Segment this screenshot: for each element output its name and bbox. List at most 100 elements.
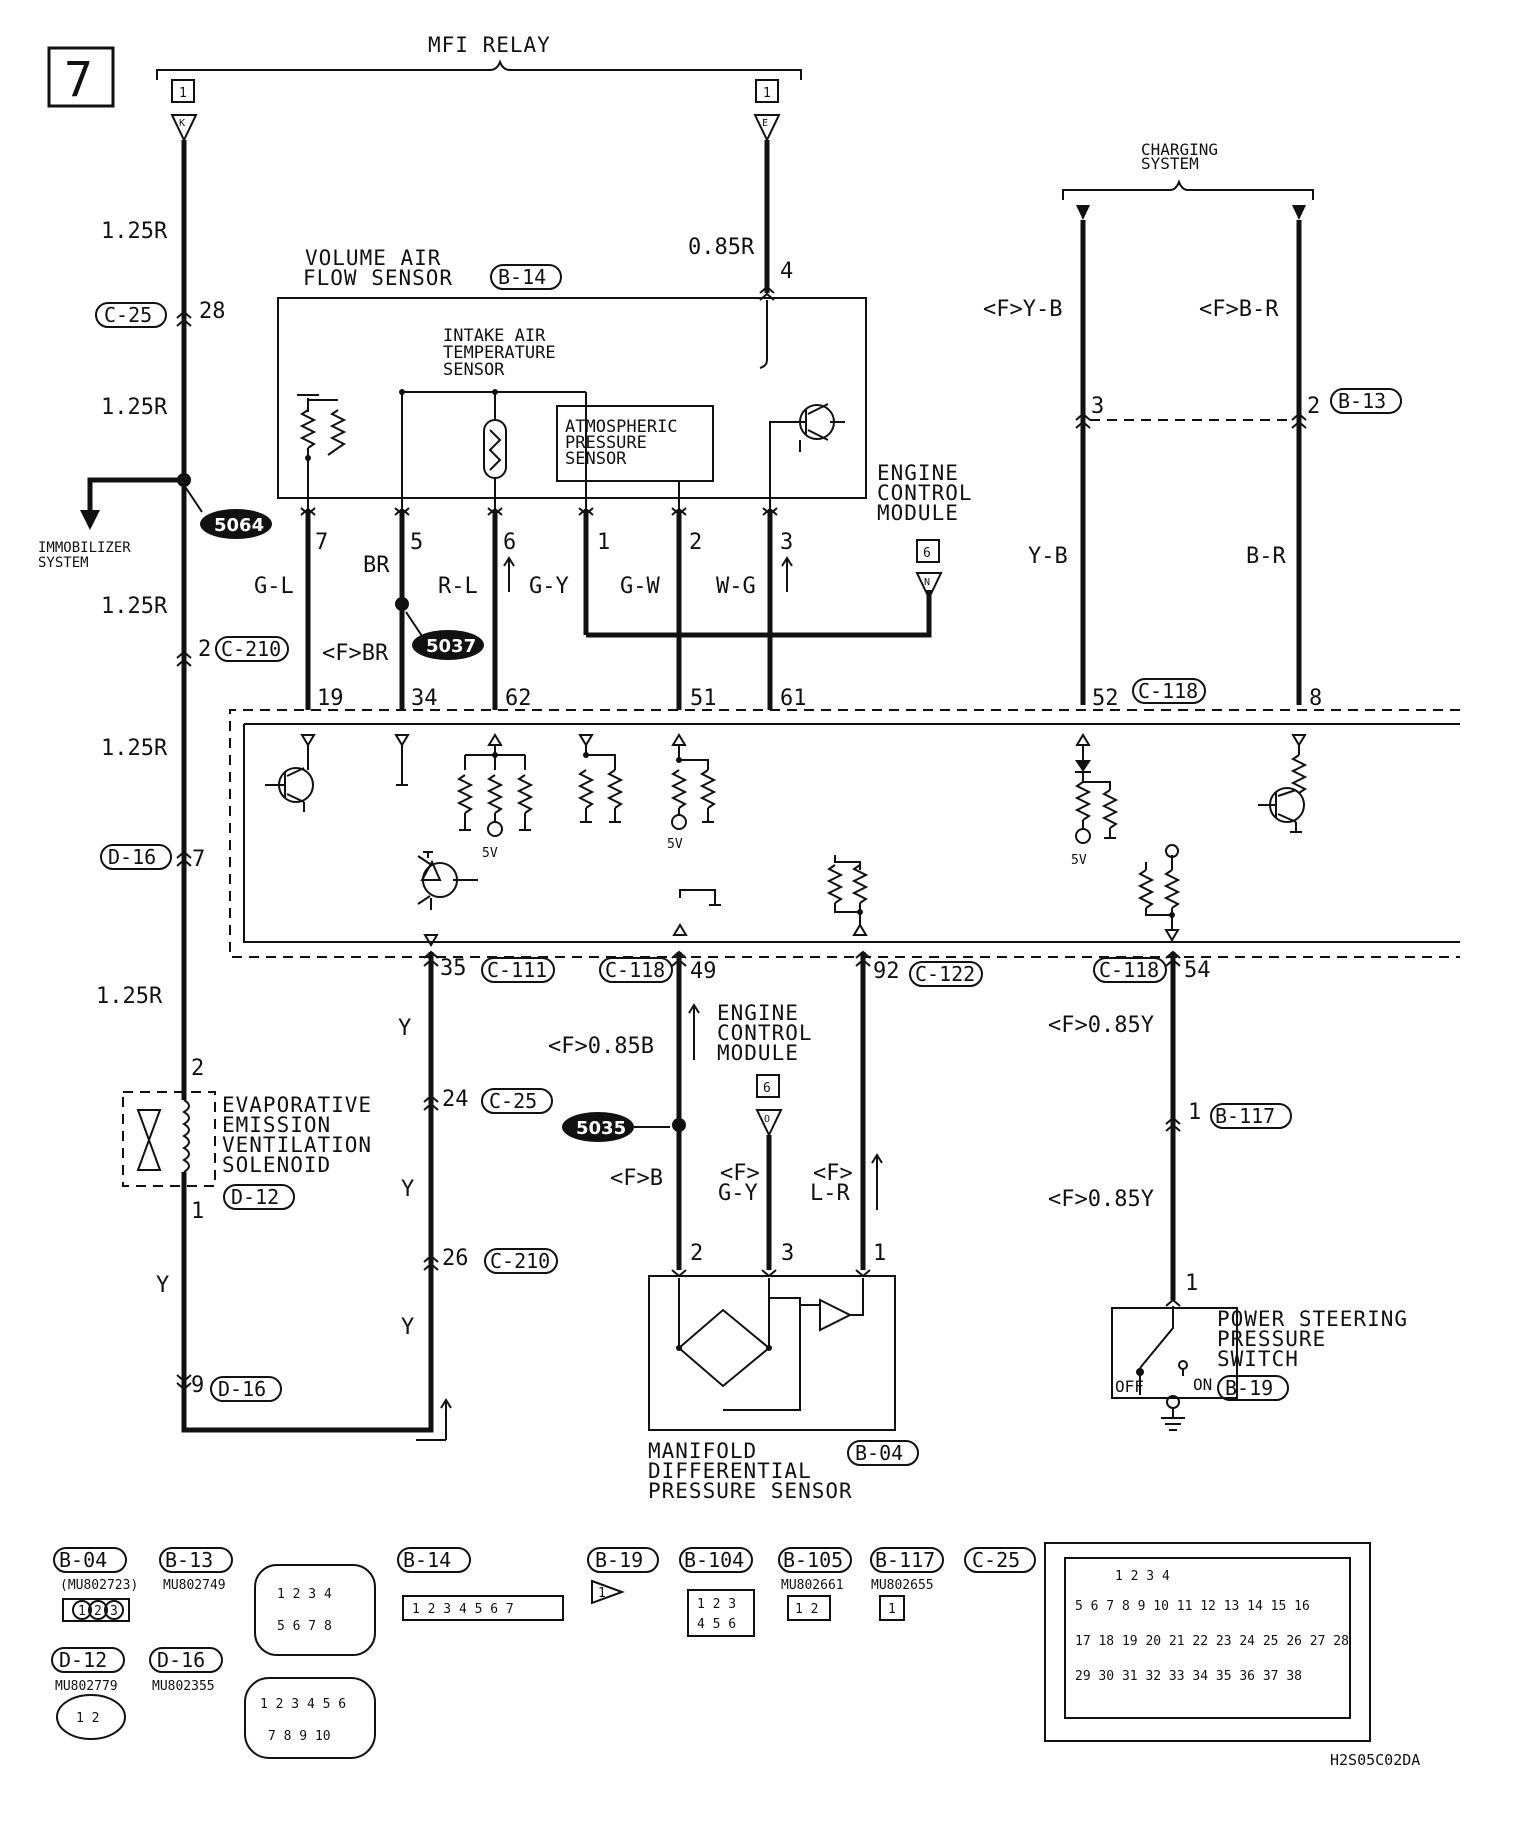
svg-text:Y: Y (401, 1315, 414, 1340)
svg-text:BR: BR (363, 553, 390, 578)
svg-text:6: 6 (763, 1081, 771, 1096)
ecm-dashed-box (229, 709, 1460, 958)
svg-text:1: 1 (1185, 1271, 1198, 1296)
svg-text:1 2: 1 2 (795, 1602, 818, 1617)
svg-text:C-25: C-25 (972, 1548, 1020, 1572)
svg-text:1.25R: 1.25R (96, 984, 163, 1009)
svg-text:4: 4 (780, 259, 793, 284)
svg-text:MU802661: MU802661 (781, 1578, 844, 1593)
svg-text:Y: Y (401, 1177, 414, 1202)
svg-text:1: 1 (763, 86, 771, 101)
svg-text:3: 3 (1091, 394, 1104, 419)
svg-text:1: 1 (78, 1604, 86, 1619)
svg-text:54: 54 (1184, 958, 1211, 983)
svg-text:7: 7 (315, 530, 328, 555)
svg-text:W-G: W-G (716, 574, 756, 599)
svg-text:5: 5 (410, 530, 423, 555)
svg-text:5064: 5064 (214, 515, 264, 536)
svg-text:29 30 31 32 33 34 35 36 37 38: 29 30 31 32 33 34 35 36 37 38 (1075, 1669, 1302, 1684)
page-number-box (47, 46, 115, 108)
svg-text:MU802749: MU802749 (163, 1578, 226, 1593)
svg-text:E: E (762, 118, 768, 129)
svg-text:B-105: B-105 (783, 1548, 843, 1572)
svg-text:B-04: B-04 (855, 1441, 903, 1465)
svg-text:2: 2 (94, 1604, 102, 1619)
svg-text:<F>0.85Y: <F>0.85Y (1048, 1013, 1154, 1038)
svg-text:C-118: C-118 (605, 958, 665, 982)
svg-text:C-118: C-118 (1138, 679, 1198, 703)
svg-text:1: 1 (597, 530, 610, 555)
svg-text:1: 1 (873, 1241, 886, 1266)
svg-text:24: 24 (442, 1087, 469, 1112)
svg-text:2: 2 (198, 637, 211, 662)
svg-text:1.25R: 1.25R (101, 736, 168, 761)
diagram-code: H2S05C02DA (1330, 1751, 1420, 1769)
svg-text:D-12: D-12 (59, 1648, 107, 1672)
svg-text:5035: 5035 (576, 1118, 626, 1139)
svg-text:C-210: C-210 (221, 637, 281, 661)
svg-text:<F>B-R: <F>B-R (1199, 297, 1279, 322)
svg-text:C-122: C-122 (915, 962, 975, 986)
svg-text:<F>L-R: <F>L-R (810, 1161, 853, 1206)
mfi-relay-label: MFI RELAY (428, 33, 551, 57)
svg-text:2: 2 (1307, 394, 1320, 419)
svg-text:6: 6 (503, 530, 516, 555)
svg-text:R-L: R-L (438, 574, 478, 599)
svg-text:B-14: B-14 (498, 265, 546, 289)
svg-text:2: 2 (191, 1056, 204, 1081)
svg-text:1.25R: 1.25R (101, 219, 168, 244)
svg-text:<F>BR: <F>BR (322, 641, 389, 666)
svg-text:1: 1 (888, 1602, 896, 1617)
svg-text:5037: 5037 (426, 636, 476, 657)
splice-5064 (200, 509, 272, 539)
svg-text:7 8 9 10: 7 8 9 10 (268, 1729, 331, 1744)
mfi-relay-bracket (156, 59, 802, 80)
svg-text:5V: 5V (482, 846, 498, 861)
svg-text:<F>0.85B: <F>0.85B (548, 1034, 654, 1059)
svg-text:B-117: B-117 (1215, 1104, 1275, 1128)
svg-text:34: 34 (411, 686, 438, 711)
svg-text:B-104: B-104 (684, 1548, 744, 1572)
svg-text:ON: ON (1193, 1375, 1212, 1394)
svg-text:MU802655: MU802655 (871, 1578, 934, 1593)
svg-text:1: 1 (1188, 1100, 1201, 1125)
svg-text:B-13: B-13 (165, 1548, 213, 1572)
vaf-sensor-box (277, 297, 867, 499)
svg-text:52: 52 (1092, 686, 1119, 711)
svg-text:K: K (179, 118, 185, 129)
splice-5037 (412, 630, 484, 660)
svg-text:1 2 3: 1 2 3 (697, 1597, 736, 1612)
svg-text:G-L: G-L (254, 574, 294, 599)
svg-text:28: 28 (199, 299, 226, 324)
svg-text:17 18 19 20 21 22 23 24 25 26: 17 18 19 20 21 22 23 24 25 26 27 28 (1075, 1634, 1349, 1649)
svg-text:MU802355: MU802355 (152, 1679, 215, 1694)
svg-text:2: 2 (689, 530, 702, 555)
svg-text:7: 7 (192, 847, 205, 872)
svg-text:B-R: B-R (1246, 544, 1286, 569)
svg-text:1 2 3 4: 1 2 3 4 (277, 1587, 332, 1602)
svg-text:N: N (924, 577, 930, 588)
svg-text:C-25: C-25 (489, 1089, 537, 1113)
svg-text:D-16: D-16 (108, 845, 156, 869)
svg-text:92: 92 (873, 959, 900, 984)
svg-text:MU802779: MU802779 (55, 1679, 118, 1694)
svg-text:Y: Y (156, 1273, 169, 1298)
svg-text:3: 3 (110, 1604, 118, 1619)
svg-text:1.25R: 1.25R (101, 395, 168, 420)
svg-text:B-14: B-14 (403, 1548, 451, 1572)
relay-terminal-e: 1 E (753, 79, 781, 143)
splice-5035 (562, 1112, 634, 1142)
svg-text:G-Y: G-Y (529, 574, 569, 599)
svg-text:6: 6 (923, 546, 931, 561)
svg-text:1: 1 (191, 1199, 204, 1224)
